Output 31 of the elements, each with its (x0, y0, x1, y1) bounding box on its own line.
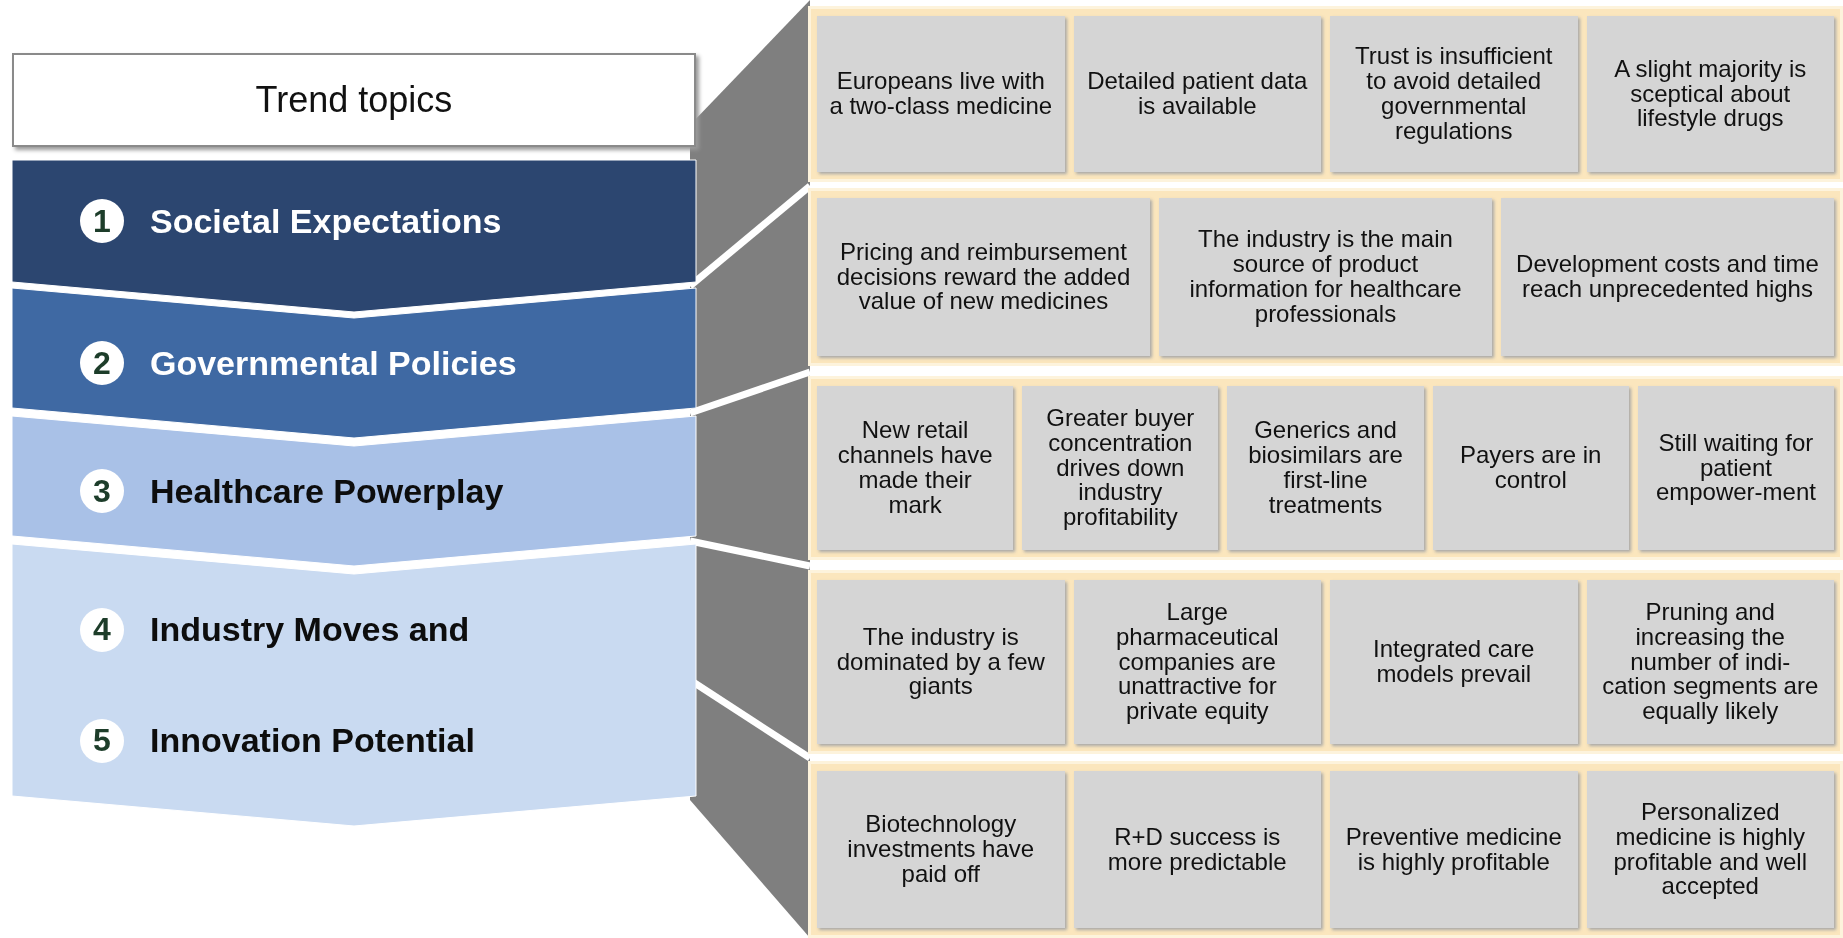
statement-panel (808, 188, 1843, 366)
statement-card: Large pharmaceutical companies are unattractive for private equity (1073, 580, 1321, 744)
statement-card: Integrated care models prevail (1330, 580, 1578, 744)
statement-card: Greater buyer concentration drives down industry profitability (1022, 386, 1219, 550)
statement-panel (808, 6, 1843, 182)
statement-card: The industry is the main source of product information for healthcare professionals (1159, 198, 1492, 356)
statement-card: Pricing and reimbursement decisions reward the added value of new medicines (817, 198, 1150, 356)
topic-label: Governmental Policies (150, 343, 517, 383)
statement-card: Personalized medicine is highly profitable and well accepted (1586, 771, 1834, 928)
statement-card: Trust is insufficient to avoid detailed governmental regulations (1330, 16, 1578, 172)
statement-panel (808, 376, 1843, 560)
statement-card: R+D success is more predictable (1073, 771, 1321, 928)
topic-label: Healthcare Powerplay (150, 471, 504, 511)
statement-card: Pruning and increasing the number of indi-cation segments are equally likely (1586, 580, 1834, 744)
statement-card: A slight majority is sceptical about lifestyle drugs (1586, 16, 1834, 172)
topic-label: Industry Moves and (150, 610, 470, 649)
topic-label: Societal Expectations (150, 201, 502, 241)
statement-card: Development costs and time reach unprecedented highs (1501, 198, 1834, 356)
statement-card: The industry is dominated by a few giants (817, 580, 1065, 744)
statement-card: New retail channels have made their mark (817, 386, 1014, 550)
statement-card: Payers are in control (1432, 386, 1629, 550)
statement-card: Biotechnology investments have paid off (817, 771, 1065, 928)
statement-card: Detailed patient data is available (1073, 16, 1321, 172)
title-box: Trend topics (12, 53, 696, 147)
statement-panel (808, 570, 1843, 754)
topic-label: Innovation Potential (150, 721, 475, 760)
statement-card: Still waiting for patient empower-ment (1637, 386, 1834, 550)
statement-panel (808, 761, 1843, 938)
statement-card: Generics and biosimilars are first-line treatments (1227, 386, 1424, 550)
statement-card: Preventive medicine is highly profitable (1330, 771, 1578, 928)
statement-card: Europeans live with a two-class medicine (817, 16, 1065, 172)
